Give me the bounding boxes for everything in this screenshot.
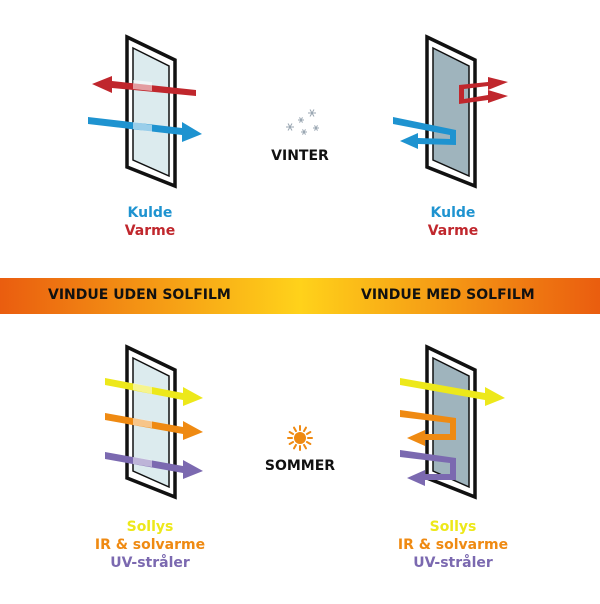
arrow-cold-reflected	[393, 117, 456, 149]
arrow-ir-through	[105, 413, 203, 440]
arrow-ir-reflected	[400, 410, 456, 446]
band-label-with-film: VINDUE MED SOLFILM	[361, 287, 535, 303]
legend-winter-film: Kulde Varme	[373, 204, 533, 240]
window-winter-film	[425, 34, 477, 189]
legend-uv: UV-stråler	[413, 555, 493, 571]
sun-ray	[303, 426, 307, 433]
legend-sunlight: Sollys	[126, 519, 174, 535]
window-glass	[432, 46, 470, 178]
sun-ray	[305, 431, 312, 435]
sun-ray	[293, 443, 297, 450]
arrow-sunlight-filtered	[400, 378, 505, 406]
legend-sunlight: Sollys	[429, 519, 477, 535]
legend-cold: Kulde	[430, 205, 476, 221]
season-title-winter: VINTER	[271, 148, 329, 164]
snowflake-icon	[286, 109, 319, 135]
legend-warm: Varme	[427, 223, 479, 239]
sun-ray	[288, 441, 295, 445]
sun-ray	[288, 431, 295, 435]
arrow-warm-out	[92, 76, 196, 96]
arrow-uv-through	[105, 452, 203, 479]
band-label-without-film: VINDUE UDEN SOLFILM	[48, 287, 231, 303]
sun-ray	[303, 443, 307, 450]
legend-ir: IR & solvarme	[397, 537, 509, 553]
legend-uv: UV-stråler	[110, 555, 190, 571]
arrow-warm-reflected	[459, 77, 508, 104]
legend-winter-plain: Kulde Varme	[70, 204, 230, 240]
window-glass	[132, 46, 170, 178]
sun-ray	[305, 441, 312, 445]
legend-cold: Kulde	[127, 205, 173, 221]
legend-warm: Varme	[124, 223, 176, 239]
divider-band	[0, 278, 600, 314]
legend-summer-film: Sollys IR & solvarme UV-stråler	[373, 518, 533, 572]
arrow-sunlight-through	[105, 378, 203, 406]
legend-ir: IR & solvarme	[94, 537, 206, 553]
legend-summer-plain: Sollys IR & solvarme UV-stråler	[70, 518, 230, 572]
sun-ray	[293, 426, 297, 433]
arrow-uv-reflected	[400, 450, 456, 486]
sun-icon	[287, 425, 313, 451]
window-winter-plain	[125, 34, 177, 189]
season-title-summer: SOMMER	[264, 458, 336, 474]
arrow-cold-in	[88, 117, 202, 142]
